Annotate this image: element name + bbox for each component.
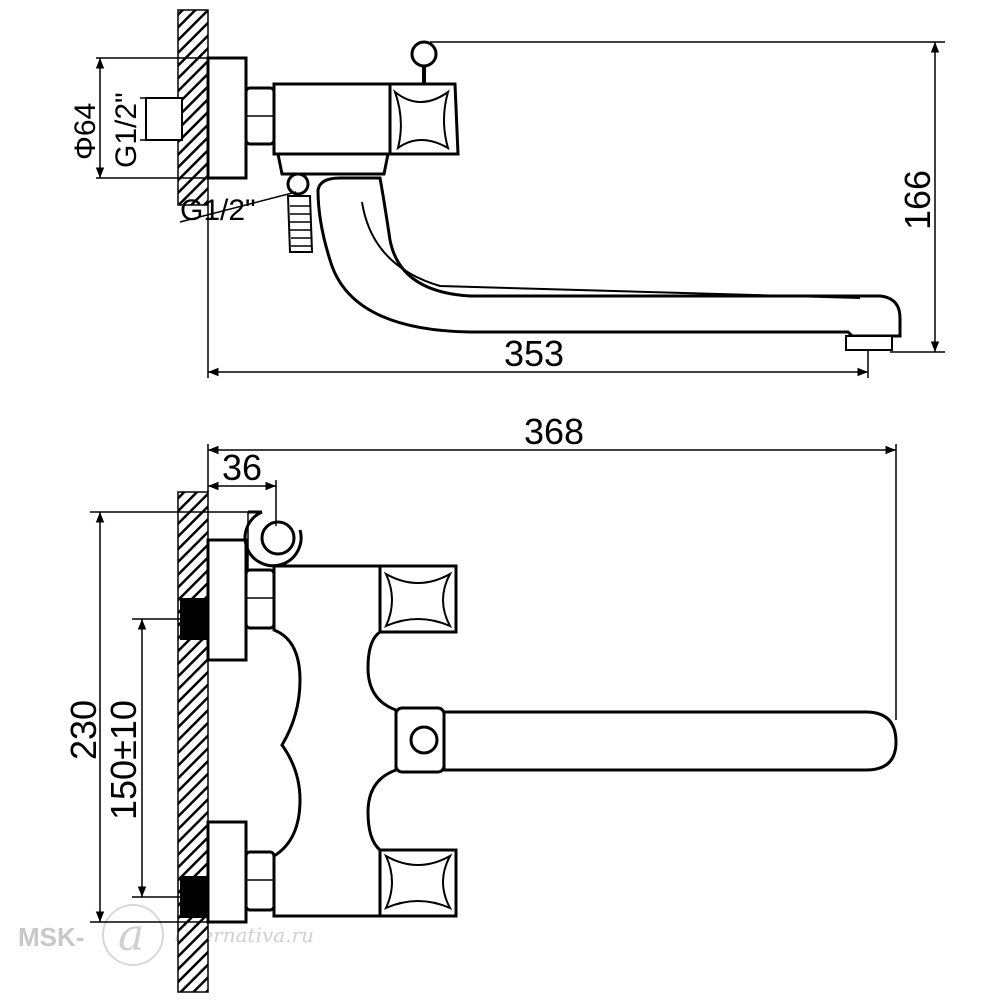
shower-outlet (286, 172, 310, 196)
handle-upper (378, 564, 458, 634)
watermark-logo-circle (102, 904, 164, 966)
wall-pipe-top (145, 97, 183, 141)
dim-length-368: 368 (524, 411, 584, 452)
watermark: a MSK- alternativa.ru (18, 904, 314, 966)
wall-flange-lower (206, 820, 248, 924)
spout-side (316, 176, 902, 338)
diverter-knob (410, 40, 438, 68)
eccentric-nut-upper (244, 568, 276, 630)
handle-side (388, 82, 460, 156)
front-view: 368 36 230 150±10 (63, 411, 898, 993)
watermark-logo-letter: a (118, 910, 144, 961)
dim-height-166: 166 (897, 170, 938, 230)
spout-front (442, 710, 898, 772)
faucet-body-side (272, 82, 392, 156)
spout-swivel (276, 152, 390, 176)
watermark-brand: MSK- (18, 922, 84, 952)
faucet-body-front (272, 564, 398, 918)
dim-height-230: 230 (63, 700, 104, 760)
wall-flange-upper (206, 538, 248, 662)
dim-holder-36: 36 (222, 447, 262, 488)
wall-flange-top (206, 56, 248, 180)
side-view: Φ64 G1/2" G1/2" 166 353 (69, 9, 945, 378)
dim-inlet-150: 150±10 (103, 700, 144, 820)
wall-inlet-upper (180, 598, 208, 640)
eccentric-nut-lower (244, 850, 276, 912)
dim-thread-wall: G1/2" (110, 92, 143, 168)
dim-thread-outlet: G1/2" (180, 194, 256, 227)
dim-reach-353: 353 (504, 333, 564, 374)
wall-inlet-lower (180, 876, 208, 918)
dim-phi64: Φ64 (69, 103, 102, 160)
handle-lower (378, 848, 458, 918)
